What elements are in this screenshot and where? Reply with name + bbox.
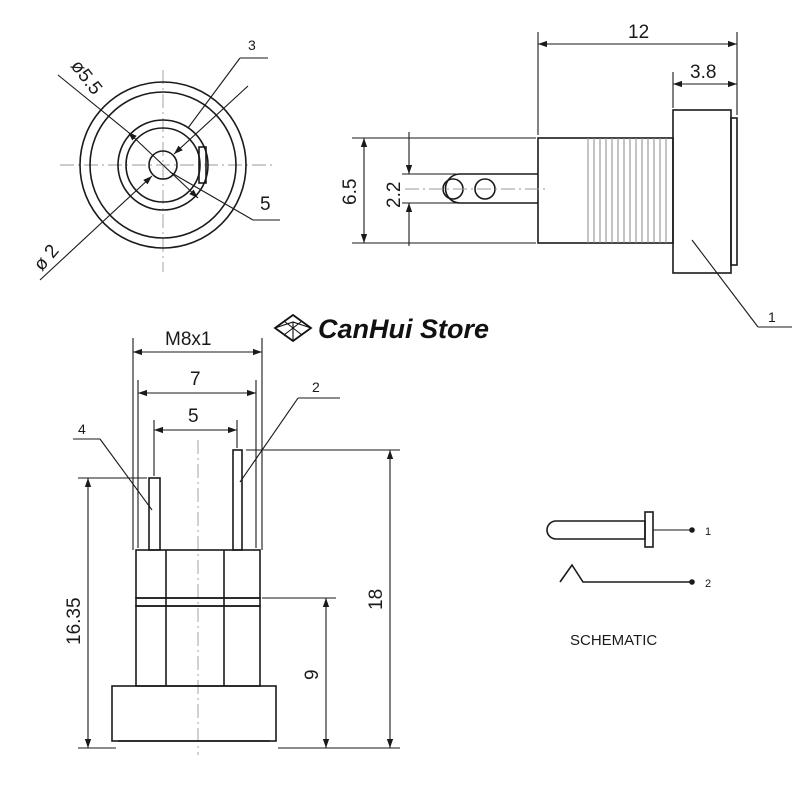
front-contact-tab xyxy=(198,146,207,184)
schematic-pin-2: 2 xyxy=(705,578,711,590)
dim-thread: M8x1 xyxy=(165,329,211,350)
dim-leader-outer-diameter xyxy=(57,74,129,133)
callout-3-leader xyxy=(187,57,241,129)
side-thread-lines xyxy=(587,138,667,243)
dim-line-outer-diameter xyxy=(127,131,199,199)
callout-5: 5 xyxy=(260,194,271,215)
brand-watermark: CanHui Store xyxy=(273,313,489,344)
dim-leader-inner-diameter-b xyxy=(173,85,249,155)
schematic-terminal-2 xyxy=(689,579,695,585)
callout-1-leader xyxy=(691,239,759,328)
schematic-pin-1: 1 xyxy=(705,526,711,538)
side-pin-end xyxy=(444,173,461,204)
callout-4: 4 xyxy=(78,421,86,437)
diamond-cube-icon xyxy=(273,313,313,343)
schematic-title: SCHEMATIC xyxy=(570,632,657,649)
side-head-lip xyxy=(730,117,738,266)
front-outer-ring xyxy=(79,81,247,249)
dim-width-7: 7 xyxy=(190,369,201,390)
dim-height-9: 9 xyxy=(302,669,323,680)
schematic-plug-flange xyxy=(644,511,654,548)
side-head-flange xyxy=(672,109,732,274)
pin-2-terminal xyxy=(232,449,243,551)
side-view: 12 3.8 6.5 2.2 1 xyxy=(340,22,792,328)
dim-length: 12 xyxy=(628,22,649,43)
dim-leader-inner-diameter xyxy=(39,175,153,281)
callout-2-leader xyxy=(239,397,299,483)
callout-4-leader xyxy=(99,438,153,511)
dim-outer-diameter: ø5.5 xyxy=(66,56,106,99)
dim-pin-gap: 2.2 xyxy=(384,182,405,208)
front-outer-ring-inner xyxy=(89,91,237,239)
front-socket-bore xyxy=(125,127,201,203)
dim-height-1635: 16.35 xyxy=(64,597,85,645)
brand-name: CanHui Store xyxy=(318,314,489,344)
schematic: 1 2 SCHEMATIC xyxy=(546,511,711,649)
callout-2: 2 xyxy=(312,379,320,395)
dim-inner-diameter: ø 2 xyxy=(30,241,64,276)
callout-5-leader xyxy=(169,171,254,221)
callout-3: 3 xyxy=(248,37,256,53)
pin-4-terminal xyxy=(148,477,161,551)
front-socket-ring xyxy=(117,119,209,211)
front-view: ø5.5 ø 2 3 5 xyxy=(30,37,280,281)
pin-view: M8x1 7 5 4 2 16.35 18 9 xyxy=(64,329,400,755)
dim-height-18: 18 xyxy=(366,589,387,610)
schematic-spring-contact xyxy=(559,563,690,583)
pin-view-head xyxy=(111,685,277,742)
dim-head: 3.8 xyxy=(690,62,716,83)
callout-1: 1 xyxy=(768,309,776,325)
dim-width-5: 5 xyxy=(188,406,199,427)
dim-height: 6.5 xyxy=(340,179,361,205)
schematic-terminal-1 xyxy=(689,527,695,533)
schematic-plug xyxy=(546,520,646,540)
